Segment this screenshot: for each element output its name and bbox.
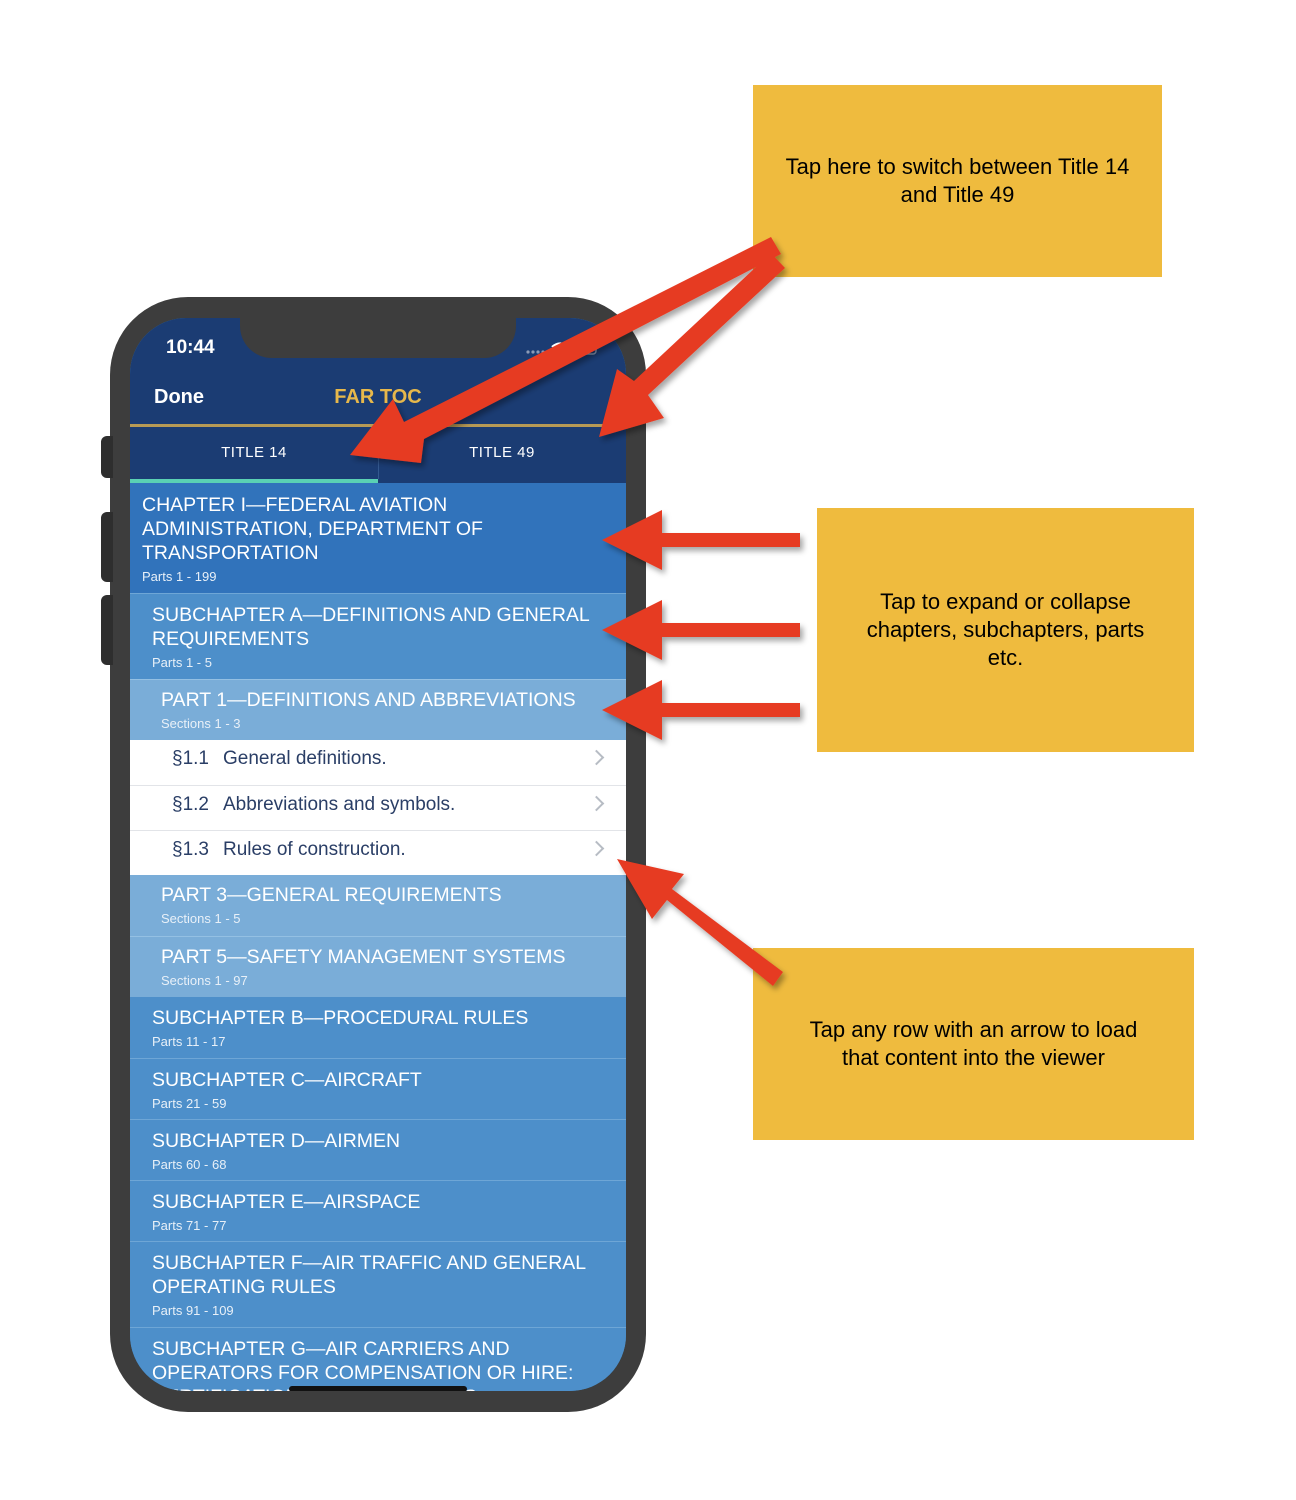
arrow-to-part-row [602,680,800,740]
phone-screen: 10:44 Done FAR TOC TITLE 14 TITLE 49 CHA… [130,318,626,1391]
subchapter-title: SUBCHAPTER A—DEFINITIONS AND GENERAL REQ… [152,604,590,650]
callout-expand: Tap to expand or collapse chapters, subc… [817,508,1194,752]
phone-notch [240,318,516,358]
arrow-to-tab-title-49 [599,253,785,437]
part-row[interactable]: PART 1—DEFINITIONS AND ABBREVIATIONS Sec… [130,679,626,740]
section-title: Rules of construction. [222,839,406,860]
subchapter-row[interactable]: SUBCHAPTER A—DEFINITIONS AND GENERAL REQ… [130,593,626,679]
section-title: Abbreviations and symbols. [222,794,456,815]
section-row[interactable]: §1.1 General definitions. [130,740,626,785]
arrow-to-chapter-row [602,510,800,570]
part-row[interactable]: PART 5—SAFETY MANAGEMENT SYSTEMS Section… [130,936,626,997]
arrow-to-tab-title-14 [350,237,781,463]
subchapter-title: SUBCHAPTER B—PROCEDURAL RULES [152,1007,529,1029]
tab-title-14[interactable]: TITLE 14 [221,444,287,461]
subchapter-subtitle: Parts 1 - 5 [152,655,212,670]
phone-volume-up-button [101,512,113,582]
chapter-row[interactable]: CHAPTER I—FEDERAL AVIATION ADMINISTRATIO… [130,483,626,593]
tab-title-49[interactable]: TITLE 49 [469,444,535,461]
section-number: §1.2 [172,794,209,815]
arrow-to-section-chevron [617,859,783,986]
section-title: General definitions. [222,748,387,769]
subchapter-title: SUBCHAPTER C—AIRCRAFT [152,1069,422,1091]
subchapter-row[interactable]: SUBCHAPTER C—AIRCRAFT Parts 21 - 59 [130,1058,626,1119]
done-button[interactable]: Done [154,386,204,408]
subchapter-row[interactable]: SUBCHAPTER B—PROCEDURAL RULES Parts 11 -… [130,997,626,1058]
status-time: 10:44 [166,337,215,358]
section-row[interactable]: §1.3 Rules of construction. [130,830,626,875]
callout-tabs: Tap here to switch between Title 14 and … [753,85,1162,277]
toc-list: CHAPTER I—FEDERAL AVIATION ADMINISTRATIO… [130,483,626,1391]
section-number: §1.1 [172,748,209,769]
subchapter-subtitle: Parts 60 - 68 [152,1157,227,1172]
section-row[interactable]: §1.2 Abbreviations and symbols. [130,785,626,830]
part-subtitle: Sections 1 - 97 [161,973,248,988]
subchapter-row[interactable]: SUBCHAPTER E—AIRSPACE Parts 71 - 77 [130,1180,626,1241]
callout-arrow-rows: Tap any row with an arrow to load that c… [753,948,1194,1140]
phone-silent-switch [101,436,113,478]
phone-volume-down-button [101,595,113,665]
subchapter-subtitle: Parts 91 - 109 [152,1303,234,1318]
selected-tab-indicator [130,479,378,483]
subchapter-subtitle: Parts 21 - 59 [152,1096,227,1111]
part-row[interactable]: PART 3—GENERAL REQUIREMENTS Sections 1 -… [130,875,626,936]
section-number: §1.3 [172,839,209,860]
chapter-title: CHAPTER I—FEDERAL AVIATION ADMINISTRATIO… [142,494,483,564]
arrow-to-subchapter-row [602,600,800,660]
part-subtitle: Sections 1 - 5 [161,911,241,926]
part-title: PART 3—GENERAL REQUIREMENTS [161,884,502,906]
part-title: PART 5—SAFETY MANAGEMENT SYSTEMS [161,946,566,968]
subchapter-subtitle: Parts 71 - 77 [152,1218,227,1233]
part-title: PART 1—DEFINITIONS AND ABBREVIATIONS [161,689,576,711]
nav-title: FAR TOC [334,386,422,408]
subchapter-row[interactable]: SUBCHAPTER D—AIRMEN Parts 60 - 68 [130,1119,626,1180]
subchapter-row[interactable]: SUBCHAPTER F—AIR TRAFFIC AND GENERAL OPE… [130,1241,626,1327]
subchapter-title: SUBCHAPTER D—AIRMEN [152,1130,401,1152]
subchapter-title: SUBCHAPTER F—AIR TRAFFIC AND GENERAL OPE… [152,1252,586,1298]
subchapter-title: SUBCHAPTER E—AIRSPACE [152,1191,421,1213]
chapter-subtitle: Parts 1 - 199 [142,569,217,584]
home-indicator[interactable] [289,1386,467,1391]
part-subtitle: Sections 1 - 3 [161,716,241,731]
subchapter-subtitle: Parts 11 - 17 [152,1034,226,1049]
